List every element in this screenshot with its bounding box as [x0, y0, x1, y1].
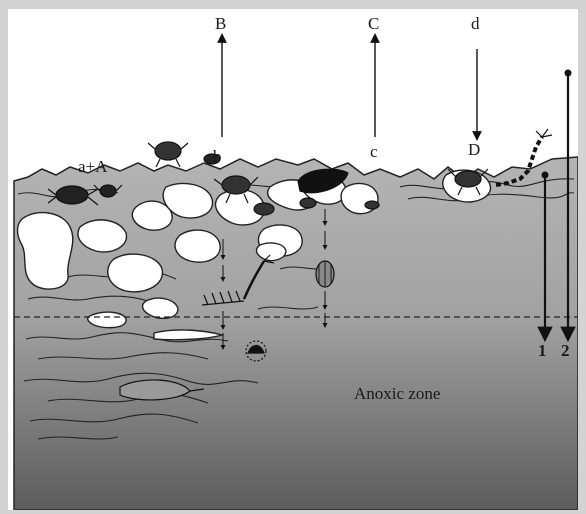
label-d: d — [471, 14, 480, 33]
crustacean-B — [148, 142, 188, 167]
arrow-1-origin — [542, 172, 548, 178]
label-c: c — [370, 142, 378, 161]
figure-panel: a+A B b C c d D 1 2 Anoxic zone — [8, 9, 578, 510]
burrowing-animal-mid — [365, 201, 379, 209]
label-C: C — [368, 14, 379, 33]
label-2: 2 — [561, 341, 570, 360]
label-1: 1 — [538, 341, 547, 360]
label-b: b — [213, 147, 222, 166]
seed-capsule — [316, 261, 334, 287]
label-D: D — [468, 140, 480, 159]
sediment-diagram: a+A B b C c d D 1 2 Anoxic zone — [8, 9, 578, 510]
arrow-2-origin — [565, 70, 571, 76]
label-anoxic-zone: Anoxic zone — [354, 384, 440, 403]
label-B: B — [215, 14, 226, 33]
label-a-plus-A: a+A — [78, 157, 108, 176]
